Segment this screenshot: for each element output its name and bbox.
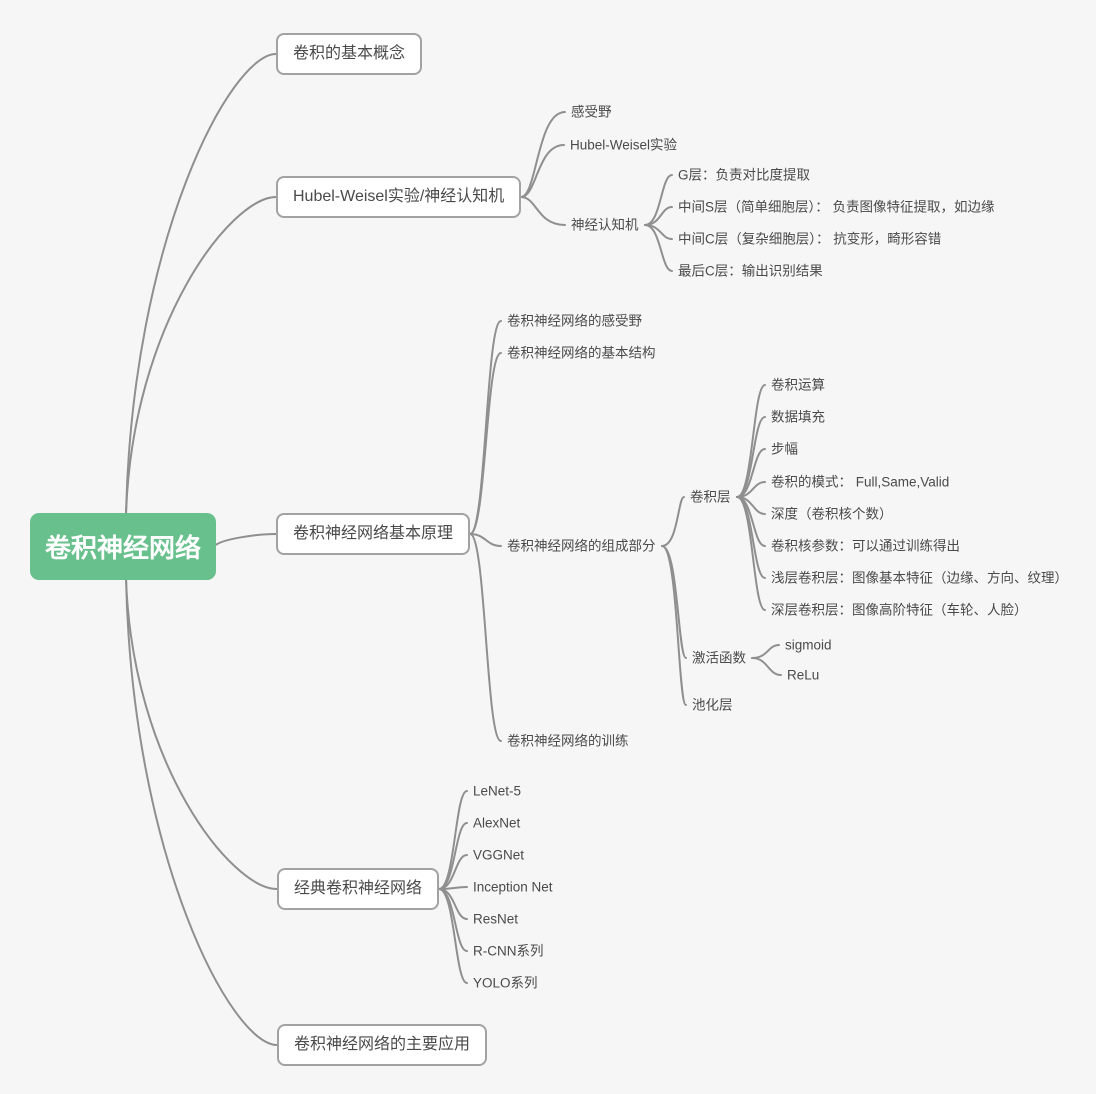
node-conv-modes[interactable]: 卷积的模式： Full,Same,Valid <box>771 474 950 490</box>
node-kernel-params[interactable]: 卷积核参数：可以通过训练得出 <box>771 538 960 554</box>
node-cnn-components[interactable]: 卷积神经网络的组成部分 <box>507 538 656 554</box>
connector-line <box>469 533 502 547</box>
connector-line <box>661 496 685 547</box>
connector-line <box>751 657 782 676</box>
node-hubel-weisel[interactable]: Hubel-Weisel实验/神经认知机 <box>276 176 522 218</box>
connector-line <box>125 53 277 516</box>
node-r-cnn-series[interactable]: R-CNN系列 <box>473 943 544 959</box>
node-inception-net[interactable]: Inception Net <box>473 879 553 895</box>
connector-line <box>520 196 566 226</box>
connector-line <box>125 577 278 1046</box>
node-pooling-layer[interactable]: 池化层 <box>692 697 733 713</box>
node-receptive-field[interactable]: 感受野 <box>571 104 612 120</box>
node-cnn-receptive-field[interactable]: 卷积神经网络的感受野 <box>507 313 642 329</box>
connector-line <box>469 533 502 742</box>
node-cnn-structure[interactable]: 卷积神经网络的基本结构 <box>507 345 656 361</box>
node-lenet-5[interactable]: LeNet-5 <box>473 783 522 799</box>
connector-line <box>125 577 278 890</box>
node-vggnet[interactable]: VGGNet <box>473 847 525 863</box>
node-stride[interactable]: 步幅 <box>771 441 798 457</box>
node-root[interactable]: 卷积神经网络 <box>30 513 216 580</box>
node-middle-c-layer[interactable]: 中间C层（复杂细胞层）： 抗变形，畸形容错 <box>678 231 942 247</box>
node-deep-conv-layer[interactable]: 深层卷积层：图像高阶特征（车轮、人脸） <box>771 602 1028 618</box>
node-last-c-layer[interactable]: 最后C层：输出识别结果 <box>678 263 823 279</box>
connector-line <box>520 111 566 198</box>
node-relu[interactable]: ReLu <box>787 667 820 683</box>
node-middle-s-layer[interactable]: 中间S层（简单细胞层）： 负责图像特征提取，如边缘 <box>678 199 995 215</box>
connector-line <box>213 533 277 548</box>
connector-line <box>644 224 673 272</box>
node-conv-layer[interactable]: 卷积层 <box>690 489 731 505</box>
node-basic-concept[interactable]: 卷积的基本概念 <box>276 33 423 75</box>
node-classic-cnn[interactable]: 经典卷积神经网络 <box>277 868 440 910</box>
node-cnn-principle[interactable]: 卷积神经网络基本原理 <box>276 513 471 555</box>
node-neocognitron[interactable]: 神经认知机 <box>571 217 639 233</box>
connector-line <box>438 888 468 984</box>
node-data-padding[interactable]: 数据填充 <box>771 409 825 425</box>
connector-line <box>736 496 766 611</box>
connector-line <box>661 545 687 706</box>
node-activation-function[interactable]: 激活函数 <box>692 650 746 666</box>
node-shallow-conv-layer[interactable]: 浅层卷积层：图像基本特征（边缘、方向、纹理） <box>771 570 1068 586</box>
node-cnn-applications[interactable]: 卷积神经网络的主要应用 <box>277 1024 488 1066</box>
node-hubel-experiment[interactable]: Hubel-Weisel实验 <box>570 137 678 153</box>
node-sigmoid[interactable]: sigmoid <box>785 637 832 653</box>
node-alexnet[interactable]: AlexNet <box>473 815 521 831</box>
connector-line <box>125 196 277 516</box>
node-resnet[interactable]: ResNet <box>473 911 519 927</box>
node-yolo-series[interactable]: YOLO系列 <box>473 975 538 991</box>
node-g-layer[interactable]: G层：负责对比度提取 <box>678 167 811 183</box>
node-conv-operation[interactable]: 卷积运算 <box>771 377 825 393</box>
connector-line <box>520 144 565 198</box>
node-depth[interactable]: 深度（卷积核个数） <box>771 506 893 522</box>
node-cnn-training[interactable]: 卷积神经网络的训练 <box>507 733 629 749</box>
connector-line <box>469 352 502 535</box>
